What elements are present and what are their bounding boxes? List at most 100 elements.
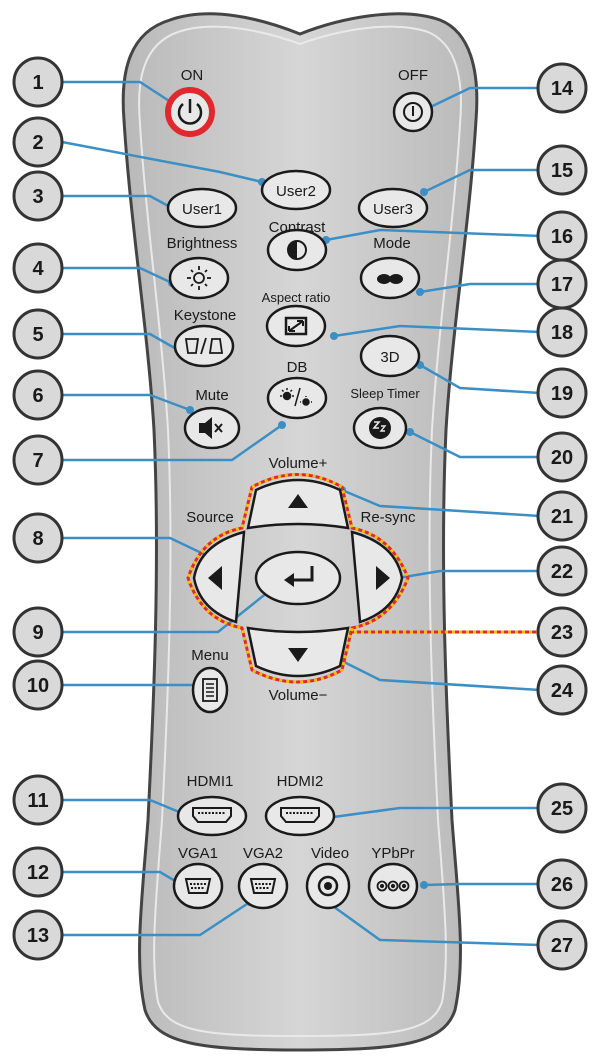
- callout-15: [536, 144, 588, 196]
- callout-18-text: 18: [551, 322, 573, 344]
- vga-port-icon-2: [249, 878, 277, 894]
- contrast-icon: [287, 240, 307, 260]
- callout-16-text: 16: [551, 226, 573, 248]
- callout-9-text: 9: [32, 622, 43, 644]
- callout-9: [12, 606, 64, 658]
- callout-8: [12, 512, 64, 564]
- video-label: Video: [311, 845, 349, 862]
- callouts-left: 1 2 3 4 5 6 7 8 9 10 11 12 13: [12, 56, 64, 961]
- mode-label: Mode: [373, 235, 411, 252]
- menu-icon: [202, 678, 218, 702]
- volume-minus-label: Volume−: [269, 687, 328, 704]
- callout-4: [12, 242, 64, 294]
- enter-button[interactable]: [254, 550, 342, 606]
- mode-icon: [377, 274, 403, 284]
- callout-14-text: 14: [551, 78, 574, 100]
- 3d-button[interactable]: [359, 334, 421, 378]
- callout-21: [536, 490, 588, 542]
- vga1-label: VGA1: [178, 845, 218, 862]
- user2-button[interactable]: [260, 169, 332, 211]
- sun-icon: [187, 266, 211, 290]
- callout-11: [12, 774, 64, 826]
- callout-2: [12, 116, 64, 168]
- hdmi2-label: HDMI2: [277, 773, 324, 790]
- arrow-down-icon: [288, 648, 308, 662]
- callout-24-text: 24: [551, 680, 574, 702]
- vga1-button[interactable]: [172, 862, 224, 910]
- hdmi1-label: HDMI1: [187, 773, 234, 790]
- aspect-ratio-label: Aspect ratio: [262, 290, 331, 305]
- callout-24: [536, 664, 588, 716]
- volume-plus-label: Volume+: [269, 455, 328, 472]
- callout-12-text: 12: [27, 862, 49, 884]
- vga2-label: VGA2: [243, 845, 283, 862]
- callout-5: [12, 308, 64, 360]
- user1-button[interactable]: [166, 187, 238, 229]
- callout-7-text: 7: [32, 450, 43, 472]
- user1-label: User1: [182, 201, 222, 218]
- power-off-icon: [403, 102, 423, 122]
- keystone-icon: [184, 337, 224, 355]
- menu-label: Menu: [191, 647, 229, 664]
- callout-20-text: 20: [551, 447, 573, 469]
- arrow-right-icon: [376, 566, 390, 590]
- callout-21-text: 21: [551, 506, 573, 528]
- ypbpr-jack-icon: [376, 880, 410, 892]
- callout-1-text: 1: [32, 72, 43, 94]
- mute-icon: [199, 417, 223, 439]
- callout-22: [536, 545, 588, 597]
- brightness-label: Brightness: [167, 235, 238, 252]
- callout-19: [536, 367, 588, 419]
- callout-4-text: 4: [32, 258, 44, 280]
- enter-icon: [284, 566, 314, 587]
- callout-15-text: 15: [551, 160, 573, 182]
- callout-14: [536, 62, 588, 114]
- callout-12: [12, 846, 64, 898]
- db-label: DB: [287, 359, 308, 376]
- hdmi1-button[interactable]: [176, 795, 248, 837]
- callout-2-text: 2: [32, 132, 43, 154]
- hdmi-port-icon-2: [280, 807, 320, 823]
- callouts-right: 14 15 16 17 18 19 20 21 22 23 24 25 26 2…: [536, 62, 588, 971]
- resync-label: Re-sync: [360, 509, 416, 526]
- sleep-timer-icon: [369, 417, 391, 439]
- on-label: ON: [181, 67, 204, 84]
- db-icon: [280, 387, 312, 407]
- callout-27-text: 27: [551, 935, 573, 957]
- callout-1: [12, 56, 64, 108]
- callout-20: [536, 431, 588, 483]
- callout-26: [536, 858, 588, 910]
- callout-26-text: 26: [551, 874, 573, 896]
- callout-23-text: 23: [551, 622, 573, 644]
- callout-7: [12, 434, 64, 486]
- callout-13-text: 13: [27, 925, 49, 947]
- callout-19-text: 19: [551, 383, 573, 405]
- arrow-left-icon: [208, 566, 222, 590]
- hdmi-port-icon: [192, 807, 232, 823]
- remote-inner-edge: [138, 25, 462, 1038]
- callout-25-text: 25: [551, 798, 573, 820]
- callout-5-text: 5: [32, 324, 43, 346]
- brightness-button[interactable]: [168, 256, 230, 300]
- sleep-timer-label: Sleep Timer: [350, 386, 420, 401]
- callout-17-text: 17: [551, 274, 573, 296]
- callout-6: [12, 369, 64, 421]
- off-label: OFF: [398, 67, 428, 84]
- leader-lines-right: [322, 86, 541, 947]
- callout-27: [536, 919, 588, 971]
- callout-13: [12, 909, 64, 961]
- callout-3-text: 3: [32, 186, 43, 208]
- callout-22-text: 22: [551, 561, 573, 583]
- aspect-ratio-icon: [284, 316, 308, 336]
- callout-18: [536, 306, 588, 358]
- menu-button[interactable]: [191, 666, 229, 714]
- callout-10: [12, 659, 64, 711]
- user3-label: User3: [373, 201, 413, 218]
- vga2-button[interactable]: [237, 862, 289, 910]
- source-label: Source: [186, 509, 234, 526]
- user3-button[interactable]: [357, 187, 429, 229]
- hdmi2-button[interactable]: [264, 795, 336, 837]
- vga-port-icon: [184, 878, 212, 894]
- callout-11-text: 11: [27, 790, 48, 812]
